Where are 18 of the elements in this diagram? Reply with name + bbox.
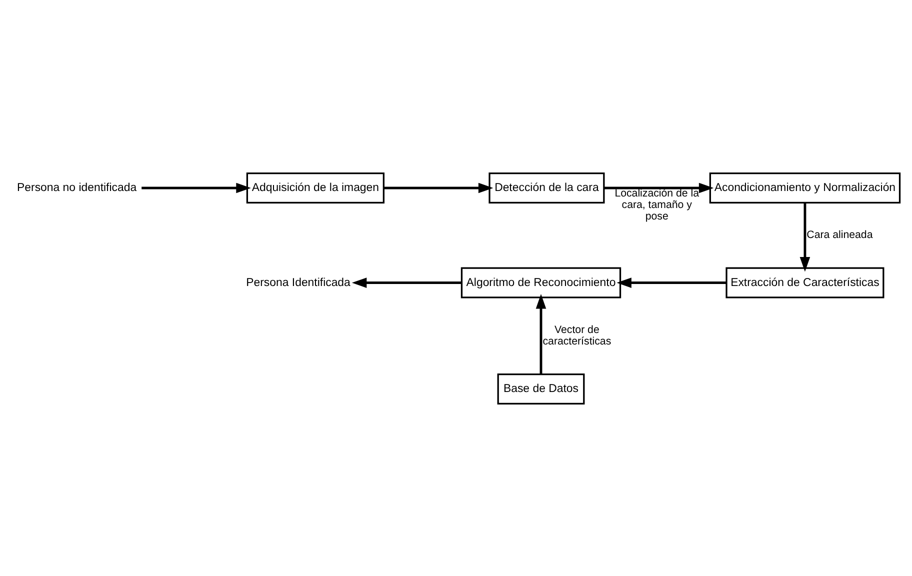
node-box: Base de Datos: [497, 373, 585, 404]
edge-label: Cara alineada: [806, 228, 873, 241]
node-text: Persona Identificada: [246, 276, 350, 288]
node-box: Detección de la cara: [488, 172, 605, 203]
node-box: Adquisición de la imagen: [246, 172, 384, 203]
edge-label: Localización de la cara, tamaño y pose: [614, 186, 700, 222]
arrow: [536, 294, 546, 374]
node-text: Persona no identificada: [17, 182, 137, 194]
node-box: Acondicionamiento y Normalización: [709, 172, 901, 203]
arrow: [384, 182, 494, 193]
arrow: [604, 182, 714, 193]
arrow: [616, 277, 726, 288]
arrow: [352, 277, 462, 288]
arrow: [800, 202, 810, 272]
node-box: Algoritmo de Reconocimiento: [460, 266, 622, 298]
node-box: Extracción de Características: [726, 266, 884, 298]
arrow: [142, 182, 251, 193]
edge-label: Vector de características: [542, 323, 612, 347]
